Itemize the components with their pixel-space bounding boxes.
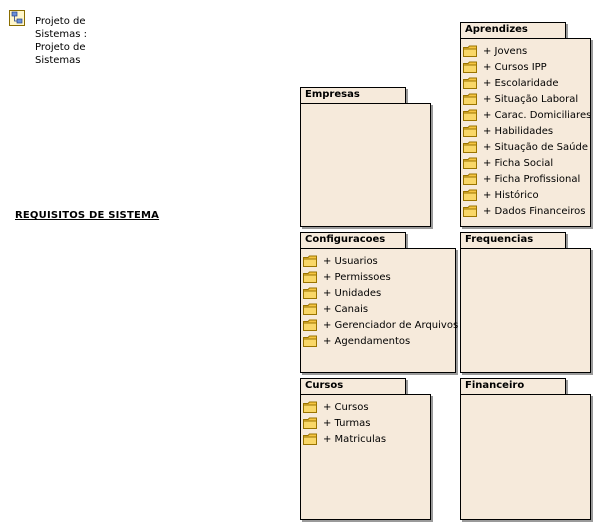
package-item-label: + Dados Financeiros <box>483 205 586 217</box>
folder-icon <box>463 77 477 89</box>
folder-icon <box>463 173 477 185</box>
package-configuracoes-list: + Usuarios + Permissoes + Unidades + Can… <box>301 249 459 349</box>
package-item-label: + Cursos <box>323 401 369 413</box>
package-aprendizes-body: + Jovens + Cursos IPP + Escolaridade + S… <box>460 38 591 227</box>
project-label-line: Sistemas <box>35 55 81 66</box>
folder-icon <box>463 93 477 105</box>
package-item-label: + Histórico <box>483 189 539 201</box>
package-item[interactable]: + Turmas <box>303 415 430 431</box>
folder-icon <box>463 45 477 57</box>
package-cursos-body: + Cursos + Turmas + Matriculas <box>300 394 431 520</box>
package-item-label: + Turmas <box>323 417 371 429</box>
package-item[interactable]: + Canais <box>303 301 455 317</box>
folder-icon <box>463 189 477 201</box>
package-item[interactable]: + Cursos IPP <box>463 59 590 75</box>
package-item-label: + Unidades <box>323 287 382 299</box>
folder-icon <box>463 125 477 137</box>
project-diagram-icon[interactable] <box>9 10 25 26</box>
project-label-line: Projeto de <box>35 16 86 27</box>
project-label-line: Sistemas : <box>35 29 88 40</box>
package-item[interactable]: + Matriculas <box>303 431 430 447</box>
package-item-label: + Agendamentos <box>323 335 411 347</box>
package-item-label: + Canais <box>323 303 369 315</box>
package-item[interactable]: + Jovens <box>463 43 590 59</box>
package-item[interactable]: + Unidades <box>303 285 455 301</box>
package-item-label: + Permissoes <box>323 271 391 283</box>
package-aprendizes-list: + Jovens + Cursos IPP + Escolaridade + S… <box>461 39 592 219</box>
folder-icon <box>463 109 477 121</box>
package-item-label: + Situação Laboral <box>483 93 579 105</box>
package-item-label: + Cursos IPP <box>483 61 547 73</box>
package-item-label: + Gerenciador de Arquivos <box>323 319 459 331</box>
package-cursos-title: Cursos <box>300 378 406 395</box>
package-item-label: + Usuarios <box>323 255 378 267</box>
folder-icon <box>303 319 317 331</box>
folder-icon <box>303 335 317 347</box>
package-empresas-title: Empresas <box>300 87 406 104</box>
folder-icon <box>463 141 477 153</box>
package-item-label: + Jovens <box>483 45 528 57</box>
package-item-label: + Habilidades <box>483 125 554 137</box>
folder-icon <box>463 205 477 217</box>
package-financeiro-body <box>460 394 591 520</box>
package-empresas-body <box>300 103 431 227</box>
folder-icon <box>303 433 317 445</box>
package-item[interactable]: + Dados Financeiros <box>463 203 590 219</box>
package-item-label: + Ficha Social <box>483 157 554 169</box>
project-label-line: Projeto de <box>35 42 86 53</box>
requirements-title[interactable]: REQUISITOS DE SISTEMA <box>15 210 160 221</box>
package-item[interactable]: + Usuarios <box>303 253 455 269</box>
package-item[interactable]: + Agendamentos <box>303 333 455 349</box>
package-item-label: + Matriculas <box>323 433 387 445</box>
package-item-label: + Carac. Domiciliares <box>483 109 592 121</box>
package-financeiro-title: Financeiro <box>460 378 566 395</box>
package-configuracoes-title: Configuracoes <box>300 232 406 249</box>
package-item[interactable]: + Situação de Saúde <box>463 139 590 155</box>
package-item-label: + Situação de Saúde <box>483 141 588 153</box>
folder-icon <box>463 61 477 73</box>
folder-icon <box>303 417 317 429</box>
folder-icon <box>303 287 317 299</box>
package-item-label: + Escolaridade <box>483 77 559 89</box>
package-item[interactable]: + Gerenciador de Arquivos <box>303 317 459 333</box>
package-item[interactable]: + Escolaridade <box>463 75 590 91</box>
package-configuracoes-body: + Usuarios + Permissoes + Unidades + Can… <box>300 248 459 373</box>
package-frequencias-body <box>460 248 591 373</box>
package-item[interactable]: + Ficha Social <box>463 155 590 171</box>
package-cursos-list: + Cursos + Turmas + Matriculas <box>301 395 430 447</box>
package-frequencias-title: Frequencias <box>460 232 566 249</box>
project-label[interactable]: Projeto de Sistemas : Projeto de Sistema… <box>35 15 87 67</box>
package-item[interactable]: + Habilidades <box>463 123 590 139</box>
folder-icon <box>303 401 317 413</box>
package-item[interactable]: + Cursos <box>303 399 430 415</box>
package-aprendizes-title: Aprendizes <box>460 22 566 39</box>
folder-icon <box>303 271 317 283</box>
folder-icon <box>303 303 317 315</box>
package-item[interactable]: + Permissoes <box>303 269 455 285</box>
package-item[interactable]: + Situação Laboral <box>463 91 590 107</box>
package-item[interactable]: + Ficha Profissional <box>463 171 590 187</box>
folder-icon <box>303 255 317 267</box>
package-item[interactable]: + Carac. Domiciliares <box>463 107 592 123</box>
folder-icon <box>463 157 477 169</box>
package-item-label: + Ficha Profissional <box>483 173 581 185</box>
package-item[interactable]: + Histórico <box>463 187 590 203</box>
